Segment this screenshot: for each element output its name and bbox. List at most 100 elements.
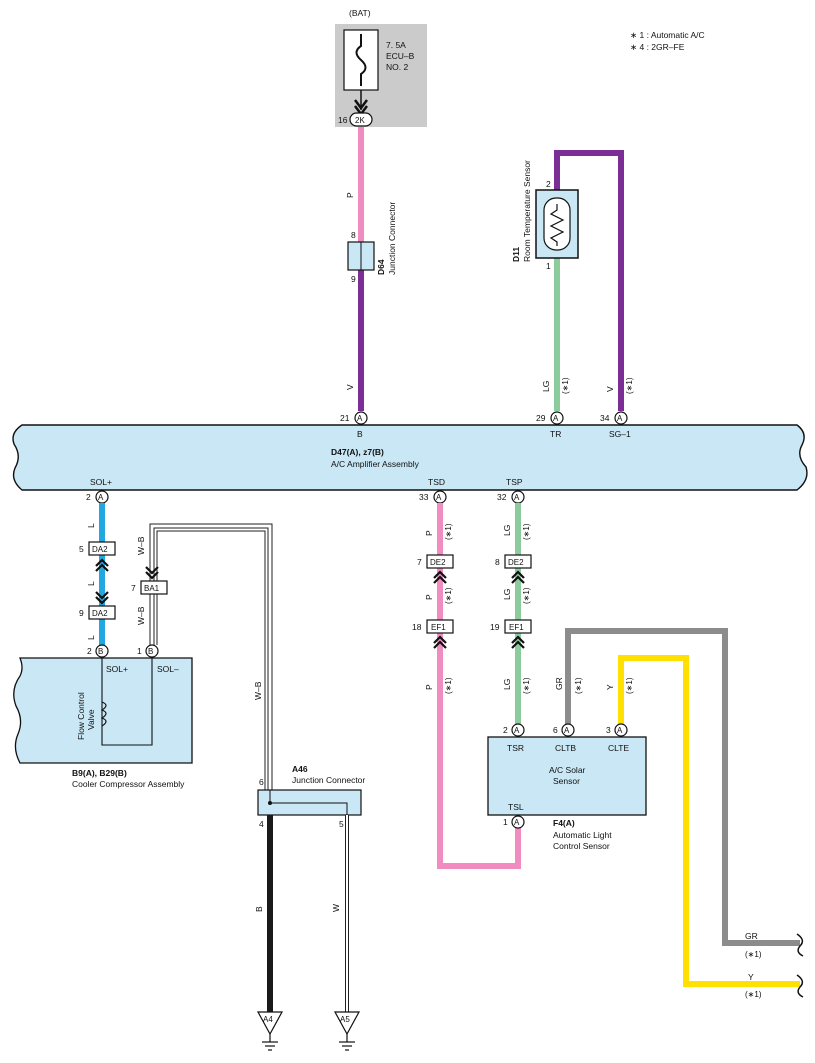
- a46-pin: 6: [259, 777, 264, 787]
- wire-label-p: P: [424, 594, 434, 600]
- pin-label: TSD: [428, 477, 445, 487]
- wire-note: (∗1): [444, 523, 453, 540]
- chevron-up-icon: [433, 575, 447, 584]
- pin-conn: A: [436, 493, 442, 502]
- connector-name: EF1: [509, 623, 524, 632]
- wire-label-gr: GR: [554, 677, 564, 690]
- connector-de2-lg: DE2 8: [495, 554, 532, 584]
- valve-label: Valve: [86, 709, 96, 730]
- pin-number: 1: [137, 646, 142, 656]
- chevron-up-icon: [433, 640, 447, 649]
- chevron-up-icon: [95, 563, 109, 572]
- wire-label-l: L: [86, 635, 96, 640]
- fuse-name-1: ECU–B: [386, 51, 415, 61]
- wire-note: (∗1): [625, 677, 634, 694]
- pin-number: 3: [606, 725, 611, 735]
- pin-conn: A: [553, 414, 559, 423]
- wire-label-p: P: [424, 530, 434, 536]
- chevron-down-icon: [95, 591, 109, 600]
- chevron-up-icon: [511, 640, 525, 649]
- wire-label-p: P: [424, 684, 434, 690]
- ground-a5: A5: [333, 1011, 361, 1051]
- wire-label-wb: W–B: [136, 606, 146, 625]
- automatic-light-control-sensor: A 2 TSR A 6 CLTB A 3 CLTE A/C Solar Sens…: [487, 723, 647, 851]
- fuse-pin: 16: [338, 115, 348, 125]
- connector-pin: 7: [417, 557, 422, 567]
- wire-label-p: P: [345, 192, 355, 198]
- pin-number: 29: [536, 413, 546, 423]
- wire-label-lg: LG: [502, 589, 512, 600]
- solar-title: Sensor: [553, 776, 580, 786]
- amp-pin-sol-plus: SOL+ A 2: [86, 477, 112, 504]
- d11-name: Room Temperature Sensor: [522, 160, 532, 262]
- pin-label: TSP: [506, 477, 523, 487]
- pin-conn: B: [148, 647, 153, 656]
- connector-pin: 19: [490, 622, 500, 632]
- connector-pin: 18: [412, 622, 422, 632]
- amplifier-box: [12, 424, 808, 491]
- connector-name: DE2: [430, 558, 446, 567]
- chevron-up-icon: [511, 570, 525, 579]
- wire-label-wb: W–B: [136, 536, 146, 555]
- wire-label-v: V: [345, 384, 355, 390]
- wire-note-tr: (∗1): [561, 377, 570, 394]
- pin-number: 2: [86, 492, 91, 502]
- wire-label-lg: LG: [502, 679, 512, 690]
- note-1: ∗ 1 : Automatic A/C: [630, 30, 705, 40]
- solar-name: Automatic Light: [553, 830, 612, 840]
- solar-sensor-box: [487, 736, 647, 816]
- connector-2k: [349, 112, 373, 127]
- wire-p-tsd: [437, 503, 521, 869]
- wire-label-wb: W–B: [253, 681, 263, 700]
- valve-label: Flow Control: [76, 692, 86, 740]
- d11-pin-top: 2: [546, 179, 551, 189]
- wire-label-lg-tr: LG: [541, 381, 551, 392]
- chevron-up-icon: [95, 558, 109, 567]
- pin-label: SOL+: [106, 664, 128, 674]
- pin-label: TSL: [508, 802, 524, 812]
- pin-number: 6: [553, 725, 558, 735]
- d11-code: D11: [511, 247, 521, 262]
- pin-number: 34: [600, 413, 610, 423]
- thermistor-icon: [543, 197, 571, 251]
- pin-conn: A: [98, 493, 104, 502]
- pin-label: B: [357, 429, 363, 439]
- pin-conn: A: [514, 493, 520, 502]
- solar-name: Control Sensor: [553, 841, 610, 851]
- amp-code: D47(A), z7(B): [331, 447, 384, 457]
- pin-number: 2: [87, 646, 92, 656]
- connector-name: DA2: [92, 545, 108, 554]
- d64-name: Junction Connector: [387, 202, 397, 275]
- pin-conn: A: [617, 726, 623, 735]
- wire-break-icon: [796, 974, 804, 998]
- chevron-up-icon: [511, 635, 525, 644]
- d11-pin-bottom: 1: [546, 261, 551, 271]
- connector-name: DE2: [508, 558, 524, 567]
- compressor-name: Cooler Compressor Assembly: [72, 779, 185, 789]
- a46-code: A46: [292, 764, 308, 774]
- wire-note: (∗1): [745, 990, 762, 999]
- fuse-rating: 7. 5A: [386, 40, 406, 50]
- pin-conn: A: [514, 726, 520, 735]
- solar-code: F4(A): [553, 818, 575, 828]
- amp-pin-b: A 21 B: [340, 411, 368, 439]
- wire-note-sg: (∗1): [625, 377, 634, 394]
- wire-y-clte: [618, 655, 800, 987]
- chevron-down-icon: [354, 99, 368, 111]
- connector-ef1-lg: EF1 19: [490, 619, 532, 649]
- junction-connector-d64: 8 9 D64 Junction Connector: [347, 202, 397, 284]
- pin-label: SG–1: [609, 429, 631, 439]
- wire-label-l: L: [86, 523, 96, 528]
- junction-connector-a46: A46 Junction Connector 6 4 5: [257, 764, 365, 829]
- chevron-up-icon: [511, 575, 525, 584]
- connector-name: DA2: [92, 609, 108, 618]
- wire-label-y: Y: [748, 972, 754, 982]
- pin-conn: A: [564, 726, 570, 735]
- wire-note: (∗1): [444, 587, 453, 604]
- solenoid-coil-icon: [100, 701, 107, 727]
- wire-note: (∗1): [522, 587, 531, 604]
- wire-label-l: L: [86, 581, 96, 586]
- pin-label: SOL–: [157, 664, 179, 674]
- pin-conn: A: [357, 414, 363, 423]
- cooler-compressor-assembly: B 2 B 1 SOL+ SOL– Flow Control Valve B9(…: [13, 644, 193, 789]
